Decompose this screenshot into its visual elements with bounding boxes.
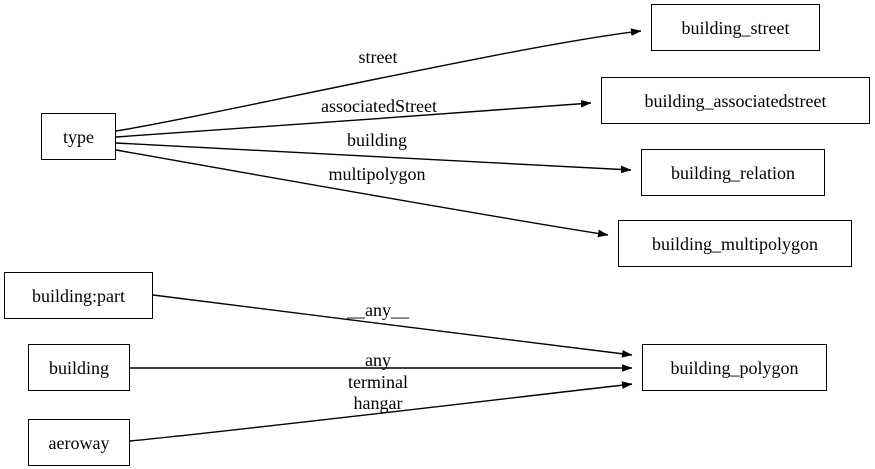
edge-label: __any__ [347, 300, 409, 320]
edge-label: street [358, 47, 398, 67]
node-building_polygon[interactable]: building_polygon [642, 344, 827, 391]
node-aeroway[interactable]: aeroway [28, 419, 130, 466]
node-label: building [48, 357, 109, 378]
edge-label: multipolygon [328, 164, 426, 184]
edge-type-to-building_street [115, 31, 641, 132]
node-label: building_multipolygon [651, 233, 818, 254]
node-label: building_relation [671, 162, 795, 183]
node-label: building_associatedstreet [644, 90, 827, 111]
node-label: type [63, 126, 94, 147]
node-building_multipolygon[interactable]: building_multipolygon [618, 220, 852, 267]
node-building_relation[interactable]: building_relation [641, 149, 825, 196]
edge-label: hangar [353, 393, 403, 413]
node-building_part[interactable]: building:part [4, 272, 153, 319]
node-label: building:part [32, 285, 125, 306]
node-label: building_street [681, 17, 790, 38]
edge-label: __any__ [347, 350, 409, 370]
node-label: aeroway [48, 432, 110, 453]
edge-type-to-building_multipolygon [115, 149, 608, 235]
node-building[interactable]: building [28, 344, 130, 391]
node-label: building_polygon [670, 357, 799, 378]
edge-type-to-building_relation [115, 142, 631, 170]
edge-label: building [346, 130, 408, 150]
edge-aeroway-to-building_polygon [129, 384, 632, 442]
edge-label: terminal [348, 372, 408, 392]
node-building_associatedstreet[interactable]: building_associatedstreet [601, 77, 870, 124]
node-type[interactable]: type [41, 113, 116, 160]
edge-type-to-building_associatedstreet [115, 103, 591, 138]
edge-building_part-to-building_polygon [152, 294, 632, 355]
node-building_street[interactable]: building_street [651, 4, 820, 51]
edge-label: associatedStreet [321, 96, 437, 116]
edge-paths [115, 31, 641, 442]
